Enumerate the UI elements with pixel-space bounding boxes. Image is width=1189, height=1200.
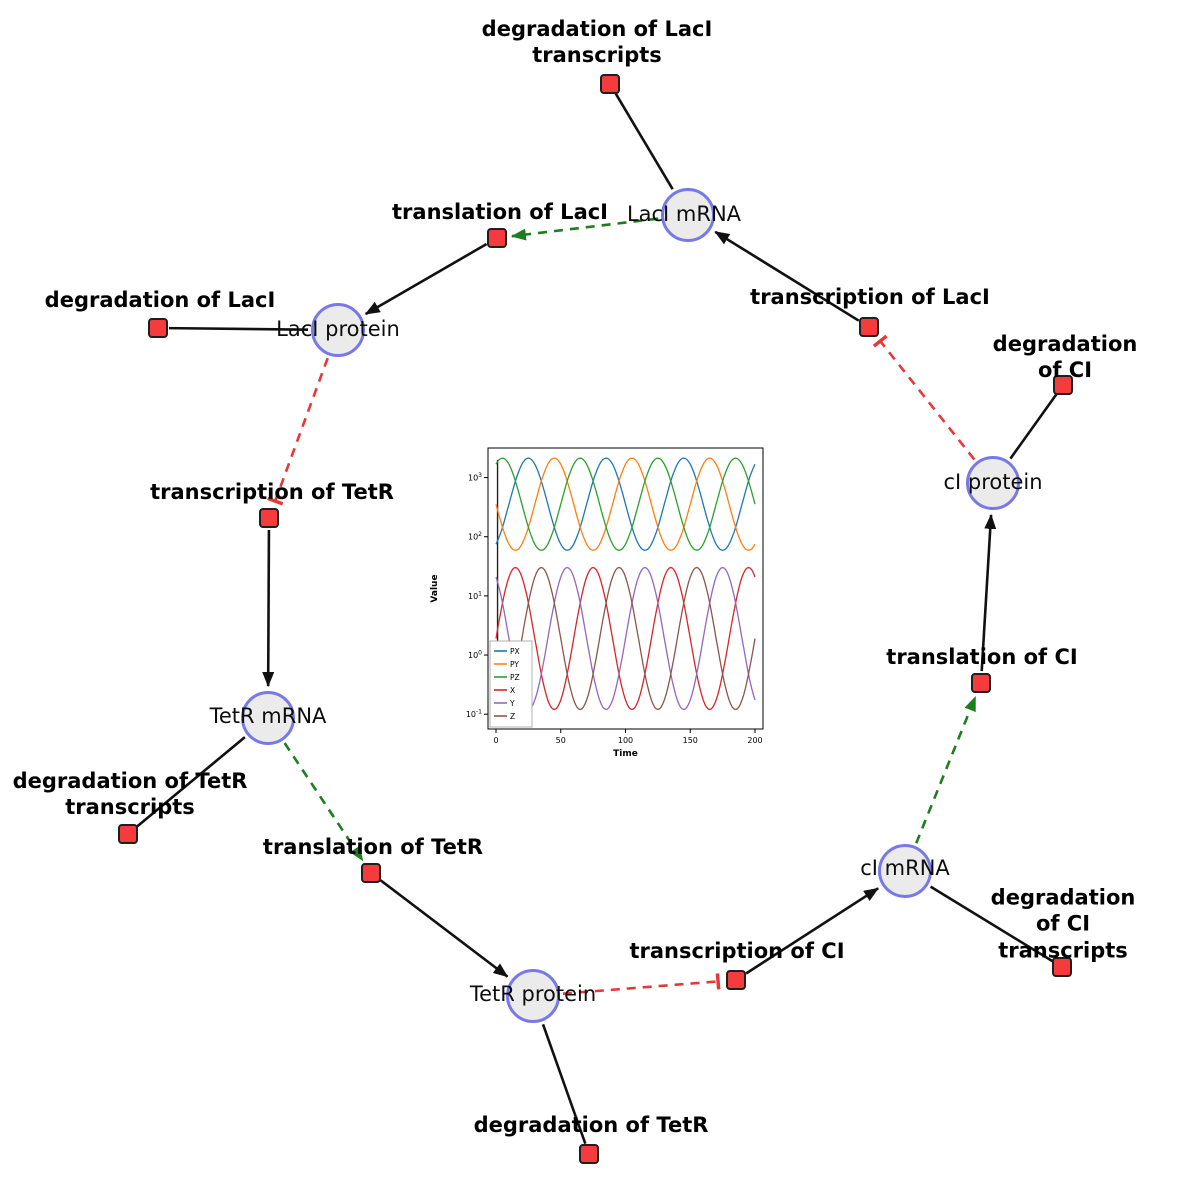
edge-consumption-tetr_protein-to-deg_tetr — [541, 1023, 587, 1145]
legend-box — [489, 640, 533, 728]
species-label-ci_protein: cI protein — [943, 470, 1043, 494]
legend-label-Y: Y — [509, 699, 515, 708]
legend-label-PZ: PZ — [510, 673, 520, 682]
reaction-node-transcription_tetr — [259, 508, 279, 528]
reaction-node-transcription_laci — [859, 317, 879, 337]
species-label-ci_mrna: cI mRNA — [860, 856, 950, 880]
y-tick-label: 101 — [468, 590, 482, 601]
reaction-label-deg_laci: degradation of LacI — [44, 287, 276, 312]
reaction-label-deg_tetr: degradation of TetR — [473, 1112, 709, 1137]
series-line-X — [495, 566, 756, 711]
reaction-label-transcription_laci: transcription of LacI — [750, 284, 990, 309]
series-line-PY — [495, 457, 756, 551]
reaction-node-deg_ci_transcripts — [1052, 957, 1072, 977]
edge-production-transcription_ci-to-ci_mrna — [745, 887, 879, 975]
species-label-tetr_protein: TetR protein — [469, 982, 597, 1006]
species-node-ci_mrna — [878, 844, 932, 898]
y-tick-label: 102 — [468, 531, 482, 542]
species-node-laci_protein — [311, 303, 365, 357]
reaction-node-translation_ci — [971, 673, 991, 693]
reaction-label-translation_laci: translation of LacI — [392, 199, 608, 224]
edge-production-translation_laci-to-laci_protein — [364, 242, 488, 316]
species-node-laci_mrna — [661, 188, 715, 242]
edge-modifier-ci_mrna-to-translation_ci — [915, 695, 977, 844]
y-tick-label: 103 — [468, 472, 482, 483]
reaction-node-deg_tetr_transcripts — [118, 824, 138, 844]
edge-consumption-tetr_mrna-to-deg_tetr_transcripts — [135, 736, 246, 828]
reaction-node-deg_laci — [148, 318, 168, 338]
reaction-label-translation_ci: translation of CI — [886, 644, 1078, 669]
reaction-node-translation_laci — [487, 228, 507, 248]
edge-consumption-ci_mrna-to-deg_ci_transcripts — [929, 885, 1054, 963]
chart-plot-area — [487, 447, 764, 730]
edge-consumption-ci_protein-to-deg_ci — [1009, 393, 1058, 460]
y-axis-label: Value — [430, 574, 440, 602]
y-tick-label: 10-1 — [466, 709, 482, 720]
species-node-tetr_mrna — [241, 691, 295, 745]
reaction-label-deg_ci_transcripts: degradation of CI transcripts — [990, 885, 1136, 963]
reaction-node-translation_tetr — [361, 863, 381, 883]
reaction-node-deg_tetr — [579, 1144, 599, 1164]
reaction-label-transcription_ci: transcription of CI — [629, 938, 845, 963]
reaction-label-deg_tetr_transcripts: degradation of TetR transcripts — [12, 768, 248, 819]
species-node-tetr_protein — [506, 969, 560, 1023]
x-tick-label: 100 — [618, 736, 633, 745]
species-label-laci_mrna: LacI mRNA — [626, 202, 742, 226]
edge-production-transcription_laci-to-laci_mrna — [714, 230, 860, 322]
x-tick-label: 0 — [493, 736, 498, 745]
edge-inhibition-tetr_protein-to-transcription_ci — [562, 973, 721, 995]
reaction-node-deg_laci_transcripts — [600, 74, 620, 94]
legend-label-PX: PX — [510, 647, 520, 656]
reaction-label-translation_tetr: translation of TetR — [262, 834, 484, 859]
edge-consumption-laci_protein-to-deg_laci — [168, 326, 309, 331]
edge-modifier-tetr_mrna-to-translation_tetr — [283, 742, 364, 862]
x-axis-label: Time — [613, 749, 638, 759]
species-label-tetr_mrna: TetR mRNA — [209, 704, 327, 728]
species-node-ci_protein — [966, 456, 1020, 510]
edge-production-transcription_tetr-to-tetr_mrna — [262, 529, 275, 688]
edge-consumption-laci_mrna-to-deg_laci_transcripts — [614, 92, 674, 190]
reaction-node-transcription_ci — [726, 970, 746, 990]
legend-label-X: X — [510, 686, 515, 695]
reaction-label-deg_ci: degradation of CI — [992, 331, 1138, 382]
series-line-Y — [495, 566, 756, 711]
x-tick-label: 200 — [747, 736, 762, 745]
reaction-node-deg_ci — [1053, 375, 1073, 395]
edge-production-translation_ci-to-ci_protein — [980, 513, 997, 672]
y-tick-label: 100 — [468, 650, 482, 661]
edge-modifier-laci_mrna-to-translation_laci — [510, 217, 659, 241]
series-line-Z — [495, 566, 756, 711]
series-line-PZ — [495, 457, 756, 551]
x-tick-label: 50 — [556, 736, 566, 745]
legend-label-Z: Z — [510, 712, 515, 721]
series-line-PX — [495, 457, 756, 551]
edge-production-translation_tetr-to-tetr_protein — [379, 879, 509, 978]
reaction-label-deg_laci_transcripts: degradation of LacI transcripts — [481, 16, 713, 67]
reaction-label-transcription_tetr: transcription of TetR — [150, 479, 394, 504]
x-tick-label: 150 — [683, 736, 698, 745]
legend-label-PY: PY — [510, 660, 519, 669]
species-label-laci_protein: LacI protein — [276, 317, 400, 341]
